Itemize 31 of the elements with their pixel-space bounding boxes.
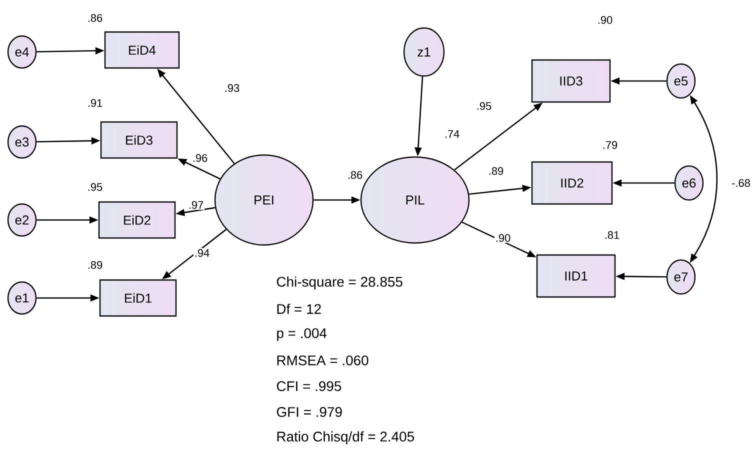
edge-label: .97 (187, 200, 205, 210)
estimate-label: .74 (445, 130, 460, 138)
estimate-label: .81 (605, 231, 620, 239)
measured-variable-box: IID2 (531, 161, 613, 205)
estimate-label: .91 (88, 99, 102, 107)
edge-label: .90 (494, 233, 512, 243)
edge-label: .89 (487, 166, 505, 176)
measured-variable-box: IID1 (536, 254, 616, 298)
measured-variable-box: EiD1 (99, 279, 177, 317)
measured-variable-box: IID3 (531, 59, 611, 103)
edge-label: -.68 (730, 178, 752, 188)
edge-label: .95 (475, 101, 493, 111)
estimate-label: .95 (88, 183, 102, 191)
measured-variable-box: EiD4 (104, 31, 180, 69)
fit-statistic: Chi-square = 28.855 (276, 276, 402, 290)
fit-statistic: Ratio Chisq/df = 2.405 (277, 431, 414, 444)
edge-label: .93 (223, 83, 241, 93)
estimate-label: .89 (88, 261, 102, 269)
fit-statistic: p = .004 (277, 328, 327, 341)
fit-statistic: CFI = .995 (276, 381, 342, 392)
fit-statistic: RMSEA = .060 (277, 355, 368, 366)
fit-statistic: GFI = .979 (276, 407, 342, 417)
edge-label: .96 (191, 153, 209, 163)
edge-label: .86 (346, 170, 364, 180)
estimate-label: .90 (598, 16, 612, 24)
estimate-label: .86 (88, 14, 102, 22)
estimate-label: .79 (603, 141, 618, 149)
measured-variable-box: EiD3 (100, 121, 178, 159)
fit-statistic: Df = 12 (277, 304, 321, 314)
measured-variable-box: EiD2 (98, 201, 176, 239)
edge-label: .94 (193, 248, 211, 258)
